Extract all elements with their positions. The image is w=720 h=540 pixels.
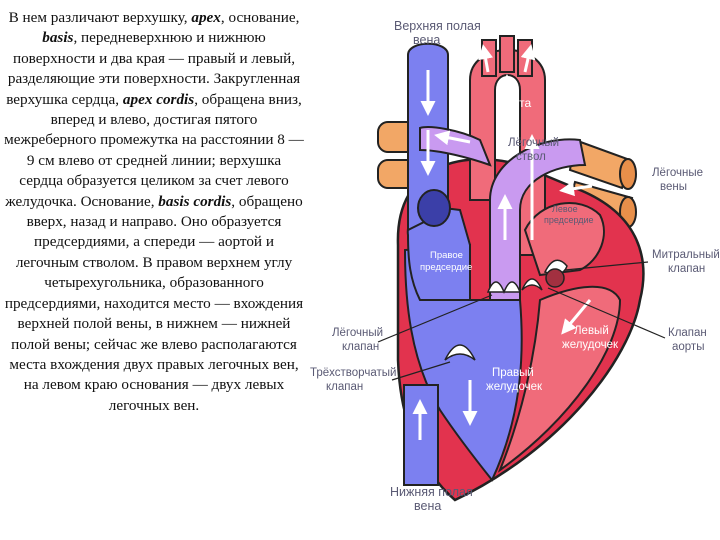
tricuspid-valve	[444, 344, 476, 361]
label-tv-2: клапан	[326, 381, 363, 393]
term-basis-cordis: basis cordis	[158, 192, 232, 210]
label-svc-2: вена	[413, 33, 440, 47]
label-ivc-1: Нижняя полая	[390, 485, 473, 499]
term-apex: apex	[191, 9, 221, 26]
label-ra-2: предсердие	[420, 262, 472, 273]
label-tv-1: Трёхстворчатый	[310, 367, 396, 379]
pointer-lines	[377, 261, 666, 381]
label-la-2: предсердие	[544, 215, 594, 225]
text-part: В нем различают верхушку,	[8, 9, 188, 26]
term-apex-cordis: apex cordis	[122, 90, 195, 108]
label-lv-2: желудочек	[562, 339, 619, 351]
label-ra-1: Правое	[430, 250, 463, 261]
aortic-valve	[521, 278, 543, 291]
blood-flow-arrows	[412, 44, 593, 440]
pulmonary-trunk	[489, 138, 587, 301]
label-la-1: Левое	[552, 204, 578, 214]
label-pv-1: Лёгочные	[652, 167, 703, 179]
label-rv-1: Правый	[492, 367, 534, 379]
right-ventricle	[403, 243, 523, 482]
label-svc-1: Верхняя полая	[394, 19, 481, 33]
label-mv-1: Митральный	[652, 249, 720, 261]
left-atrium	[523, 202, 605, 277]
label-mv-2: клапан	[668, 263, 705, 275]
label-pulv-2: клапан	[342, 341, 379, 353]
label-av-2: аорты	[672, 341, 704, 353]
label-pt-2: ствол	[516, 151, 546, 163]
left-ventricle	[497, 285, 622, 473]
label-lv-1: Левый	[574, 325, 609, 337]
label-pulv-1: Лёгочный	[332, 327, 383, 339]
label-av-1: Клапан	[668, 327, 707, 339]
text-part: , основание,	[220, 9, 300, 26]
pulmonary-valve	[486, 281, 522, 295]
ivc-opening	[417, 189, 451, 227]
label-aorta: Аорта	[498, 96, 531, 110]
label-pt-1: Лёгочный	[508, 137, 559, 149]
label-pv-2: вены	[660, 181, 687, 193]
text-part: , обращено вверх, назад и направо. Оно о…	[4, 192, 304, 414]
description-text: В нем различают верхушку, apex, основани…	[4, 8, 304, 416]
term-basis: basis	[42, 29, 74, 47]
label-ivc-2: вена	[414, 499, 441, 513]
text-part: , обращена вниз, вперед и влево, достига…	[4, 90, 304, 210]
label-rv-2: желудочек	[486, 381, 543, 393]
text-part: , передневерхнюю и нижнюю поверхности и …	[6, 29, 301, 108]
